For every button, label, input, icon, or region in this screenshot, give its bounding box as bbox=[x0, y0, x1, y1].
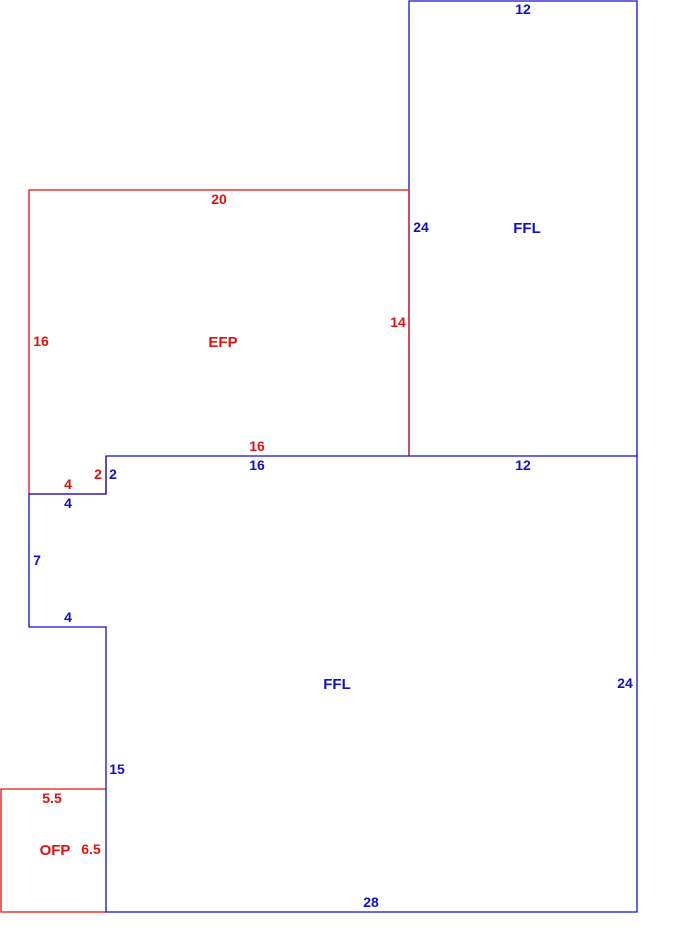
dimension-label: 4 bbox=[64, 495, 72, 511]
dimension-label: 14 bbox=[390, 314, 406, 330]
dimension-label: 28 bbox=[363, 894, 379, 910]
dimension-label: 6.5 bbox=[81, 841, 101, 857]
dimension-label: 4 bbox=[64, 609, 72, 625]
dimension-label: 24 bbox=[413, 219, 429, 235]
dimension-label: 24 bbox=[617, 675, 633, 691]
ofp-outline bbox=[0, 788, 106, 913]
dimension-label: 4 bbox=[64, 476, 72, 492]
dimension-label: 16 bbox=[33, 333, 49, 349]
ffl-main-outline bbox=[28, 455, 638, 913]
dimension-label: 2 bbox=[94, 466, 102, 482]
ofp-area-label: OFP bbox=[39, 842, 71, 859]
dimension-label: 20 bbox=[211, 191, 227, 207]
dimension-label: 12 bbox=[515, 457, 531, 473]
dimension-label: 12 bbox=[515, 1, 531, 17]
efp-area-label: EFP bbox=[208, 334, 238, 351]
dimension-label: 2 bbox=[109, 466, 117, 482]
ffl-main-area-label: FFL bbox=[323, 676, 351, 693]
dimension-label: 15 bbox=[109, 761, 125, 777]
dimension-label: 5.5 bbox=[42, 790, 62, 806]
dimension-label: 16 bbox=[249, 457, 265, 473]
ffl-upper-area-label: FFL bbox=[513, 220, 541, 237]
dimension-label: 16 bbox=[249, 438, 265, 454]
dimension-label: 7 bbox=[33, 552, 41, 568]
